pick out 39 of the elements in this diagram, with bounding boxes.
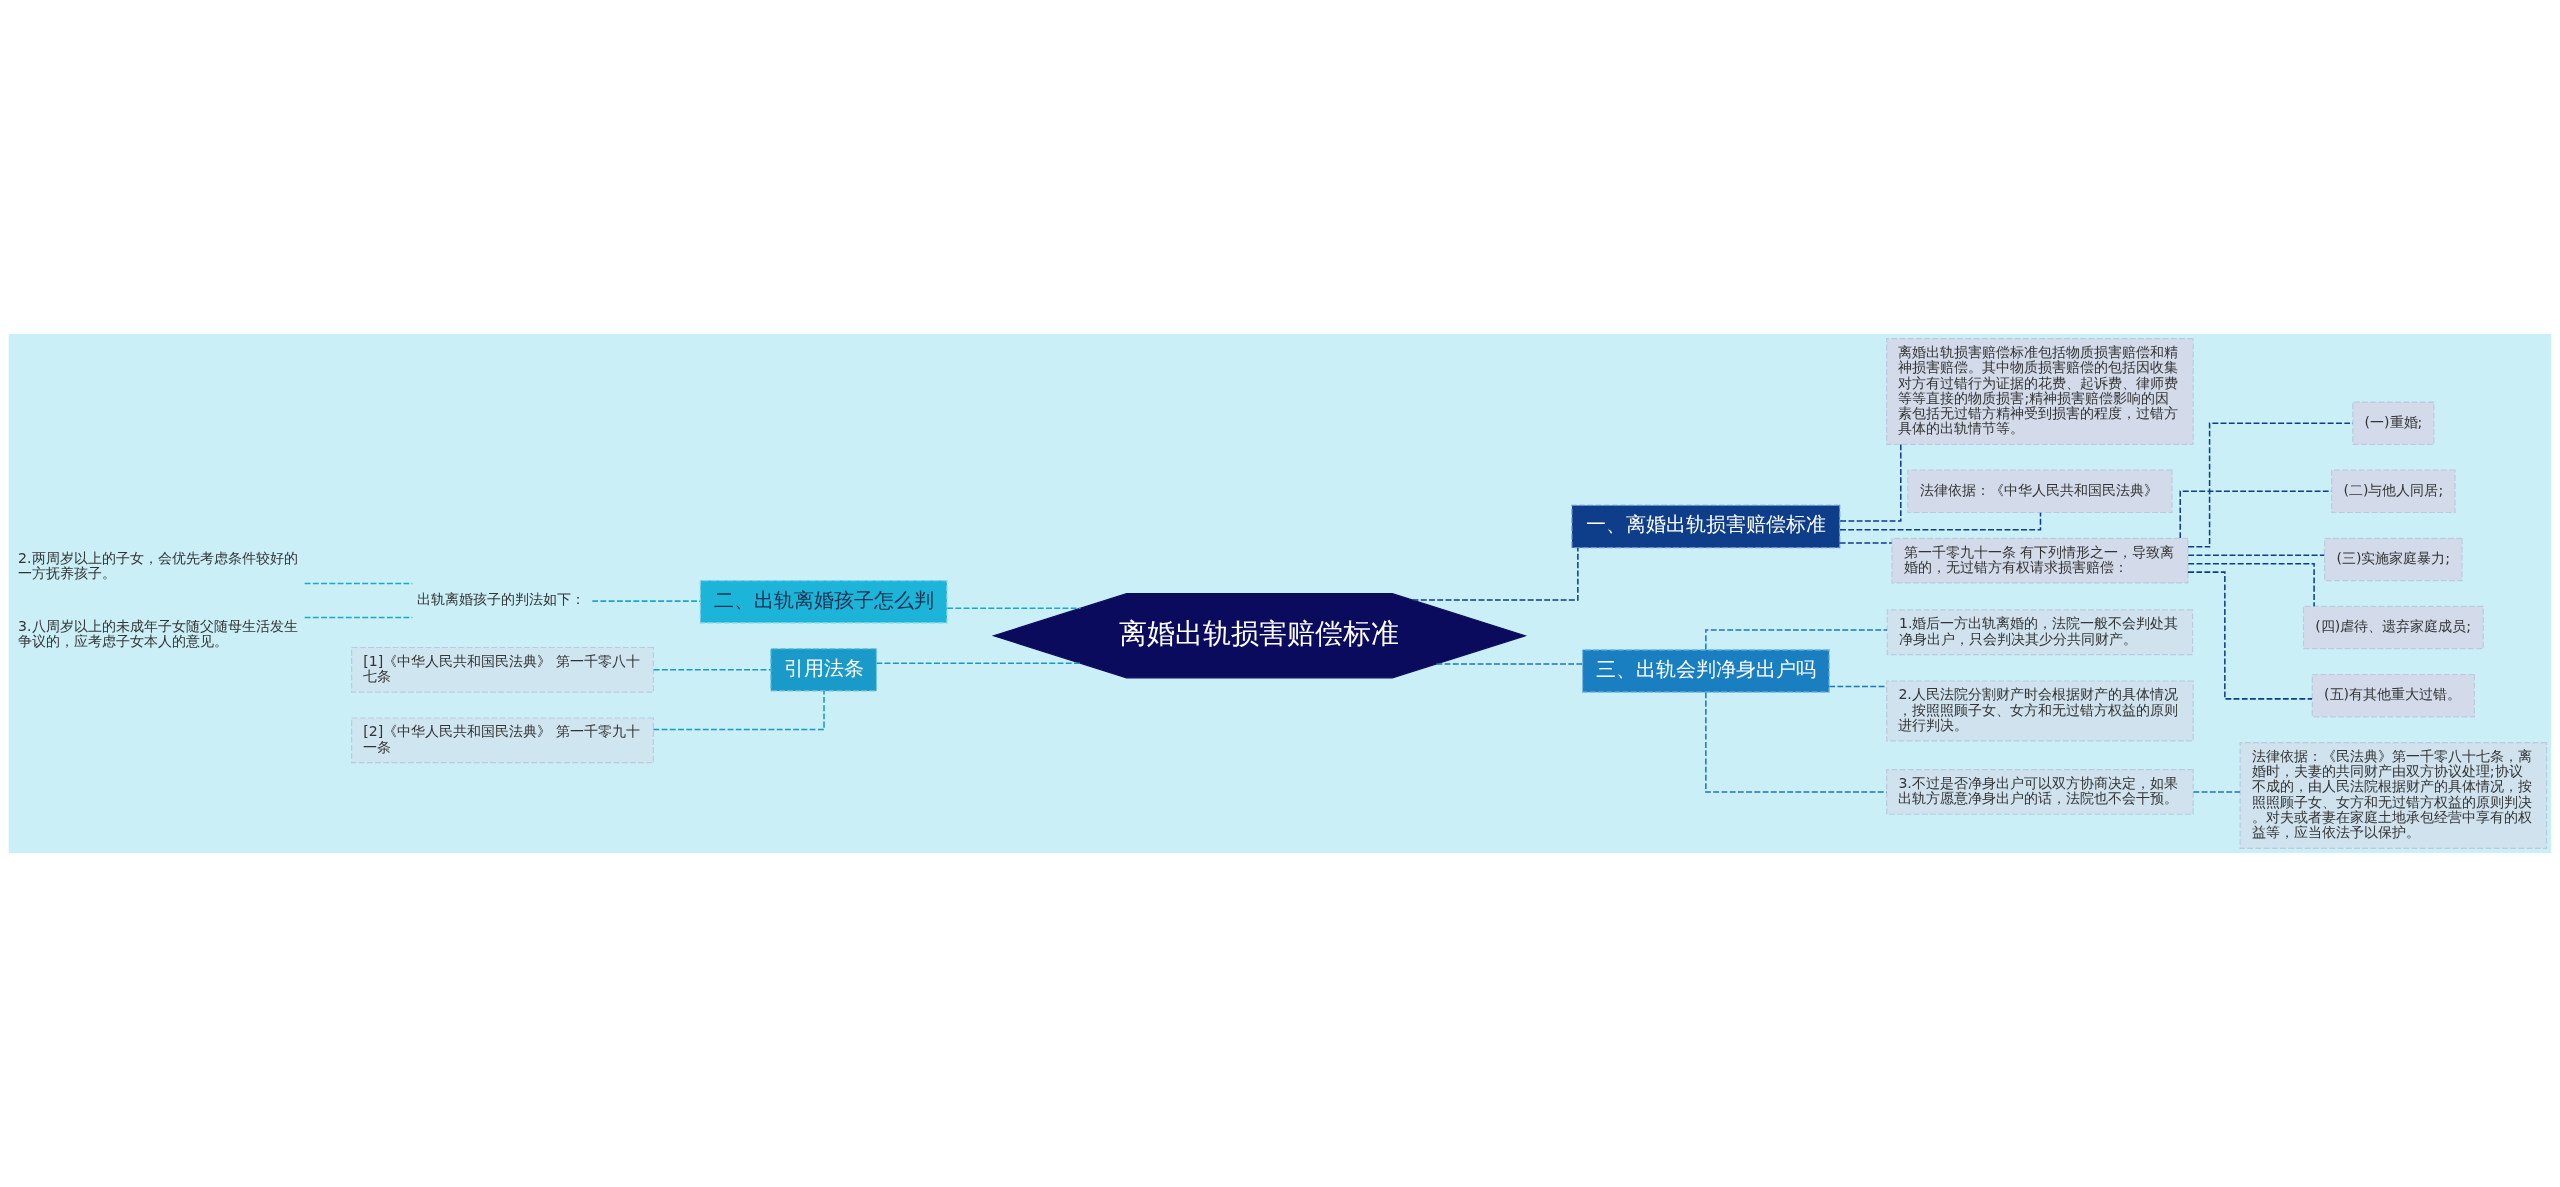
node-text: 出轨离婚孩子的判法如下：: [417, 591, 586, 608]
connector: [1705, 691, 1888, 793]
node-box: 三、出轨会判净身出户吗: [1581, 649, 1830, 693]
node-text: 3.八周岁以上的未成年子女随父随母生活发生争议的，应考虑子女本人的意见。: [18, 617, 298, 649]
connector: [591, 600, 701, 602]
connector: [1839, 542, 1893, 544]
node-box: [2]《中华人民共和国民法典》 第一千零九十一条: [351, 717, 654, 764]
node-box: 二、出轨离婚孩子怎么判: [699, 580, 948, 624]
node-box: (二)与他人同居;: [2331, 469, 2456, 514]
connector: [2187, 422, 2354, 548]
connector: [1839, 443, 1902, 522]
node-box: 一、离婚出轨损害赔偿标准: [1571, 504, 1841, 549]
connector: [946, 607, 1082, 609]
connector: [2179, 490, 2332, 539]
node-box: (四)虐待、遗弃家庭成员;: [2302, 605, 2484, 650]
connector: [2187, 554, 2326, 556]
connector: [1839, 512, 2042, 531]
node-box: 第一千零九十一条 有下列情形之一，导致离婚的，无过错方有权请求损害赔偿：: [1891, 537, 2189, 584]
node-box: 1.婚后一方出轨离婚的，法院一般不会判处其净身出户，只会判决其少分共同财产。: [1886, 609, 2194, 656]
node-box: 法律依据：《中华人民共和国民法典》: [1907, 469, 2173, 514]
node-box: 法律依据：《民法典》第一千零八十七条，离婚时，夫妻的共同财产由双方协议处理;协议不成的，由人民法院根据财产的具体情况，按照照顾子女、女方和无过错方权益的原则判决。对夫或者妻在家庭土地承包经营中享有的权益等，应当依法予以保护。: [2239, 742, 2548, 849]
connector: [652, 690, 825, 731]
node-box: (一)重婚;: [2352, 401, 2435, 445]
node-box: (五)有其他重大过错。: [2311, 673, 2475, 718]
node-box: 3.不过是否净身出户可以双方协商决定，如果出轨方愿意净身出户的话，法院也不会干预。: [1886, 769, 2194, 815]
connector: [2192, 791, 2241, 793]
node-box: 引用法条: [770, 648, 878, 692]
connector: [1411, 547, 1579, 601]
connector: [2187, 562, 2315, 608]
node-box: 2.人民法院分割财产时会根据财产的具体情况，按照照顾子女、女方和无过错方权益的原则进行判决。: [1886, 680, 2194, 742]
node-box: (三)实施家庭暴力;: [2324, 537, 2463, 582]
connector: [875, 662, 1082, 665]
node-text: 2.两周岁以上的子女，会优先考虑条件较好的一方抚养孩子。: [18, 549, 298, 581]
connector: [1705, 629, 1888, 651]
connector: [652, 669, 772, 671]
node-box: 离婚出轨损害赔偿标准包括物质损害赔偿和精神损害赔偿。其中物质损害赔偿的包括因收集对方有过错行为证据的花费、起诉费、律师费等等直接的物质损害;精神损害赔偿影响的因素包括无过错方精神受到损害的程度，过错方具体的出轨情节等。: [1886, 338, 2194, 445]
connector: [2187, 571, 2313, 700]
connector: [1435, 663, 1584, 665]
node-box: [1]《中华人民共和国民法典》 第一千零八十七条: [351, 646, 654, 693]
